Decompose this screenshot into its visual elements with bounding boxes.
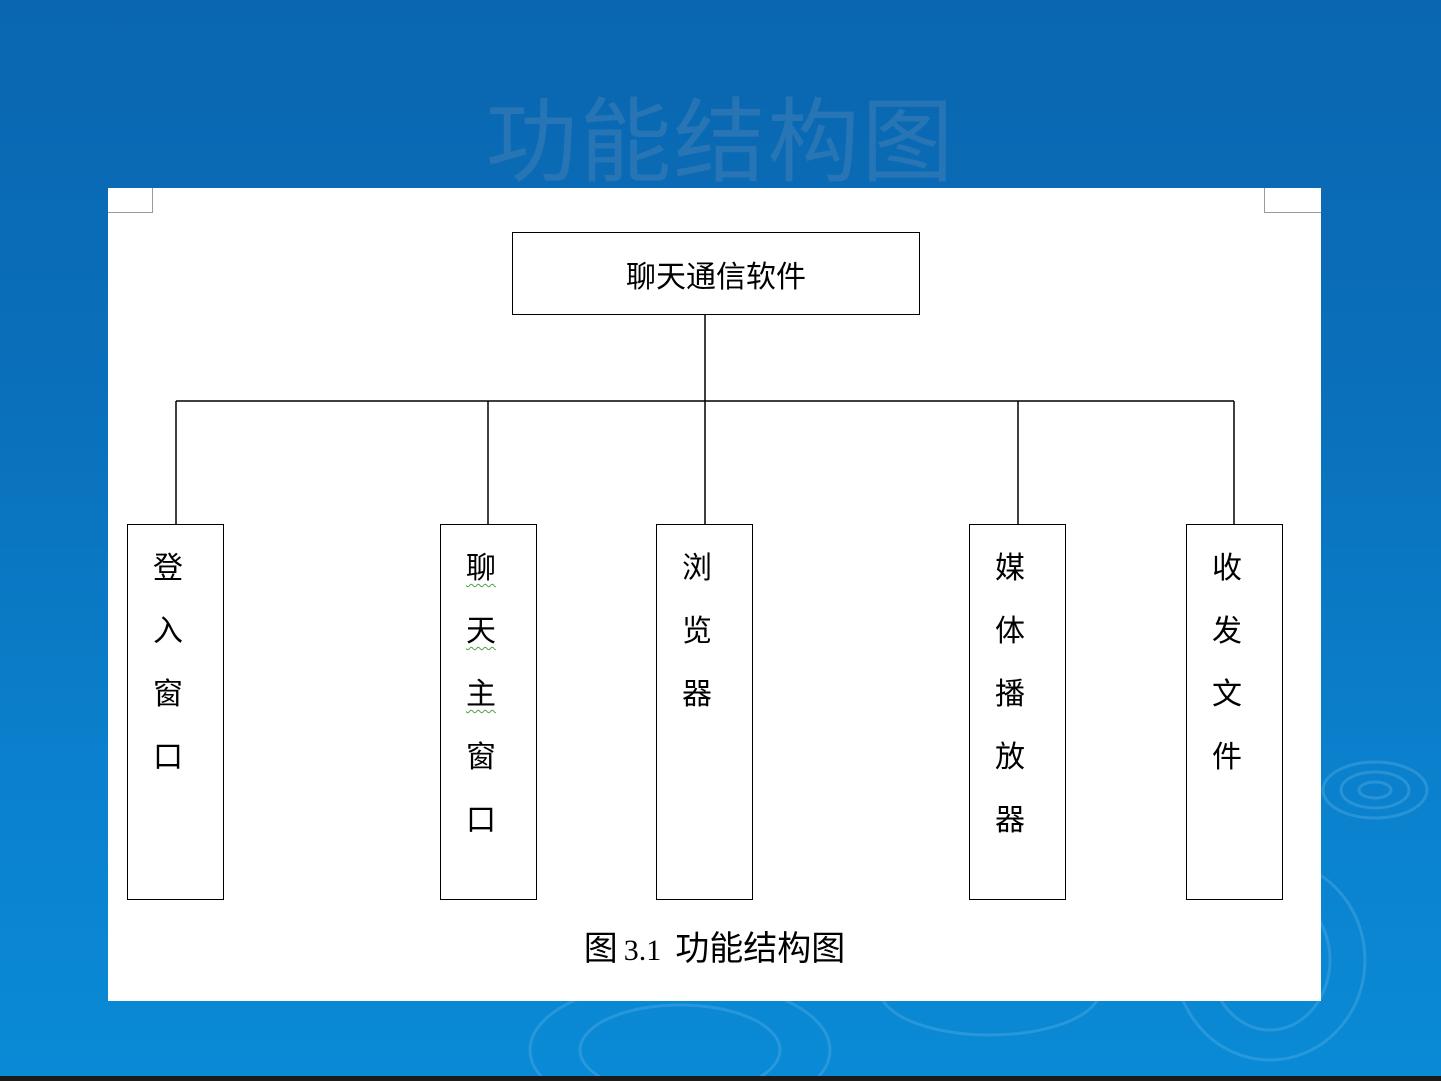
module-label-char: 窗 [150, 677, 186, 713]
module-label-char: 入 [150, 614, 186, 650]
module-node-chat-main-window: 聊天主窗口 [440, 524, 537, 900]
slide-title: 功能结构图 [0, 88, 1441, 198]
module-label-char: 文 [1209, 677, 1245, 713]
root-node: 聊天通信软件 [512, 232, 920, 315]
module-label-char: 登 [150, 551, 186, 587]
module-label-char: 器 [679, 677, 715, 713]
module-node-media-player: 媒体播放器 [969, 524, 1066, 900]
bottom-edge-strip [0, 1076, 1441, 1081]
module-label-char: 口 [150, 740, 186, 776]
module-label-char: 件 [1209, 740, 1245, 776]
caption-text: 功能结构图 [675, 921, 845, 970]
module-label-char: 窗 [463, 740, 499, 776]
module-label-char: 器 [992, 803, 1028, 839]
module-node-file-transfer: 收发文件 [1186, 524, 1283, 900]
module-node-browser: 浏览器 [656, 524, 753, 900]
module-label-char: 放 [992, 740, 1028, 776]
module-label-char: 览 [679, 614, 715, 650]
module-label-char: 媒 [992, 551, 1028, 587]
root-node-label: 聊天通信软件 [626, 252, 806, 296]
module-label-char: 主 [463, 677, 499, 713]
caption-prefix: 图 [584, 921, 618, 970]
module-label-char: 聊 [463, 551, 499, 587]
module-label-char: 天 [463, 614, 499, 650]
module-label-char: 发 [1209, 614, 1245, 650]
caption-number: 3.1 [624, 934, 662, 968]
module-label-char: 口 [463, 803, 499, 839]
module-label-char: 收 [1209, 551, 1245, 587]
module-label-char: 播 [992, 677, 1028, 713]
module-label-char: 体 [992, 614, 1028, 650]
module-node-login-window: 登入窗口 [127, 524, 224, 900]
module-label-char: 浏 [679, 551, 715, 587]
